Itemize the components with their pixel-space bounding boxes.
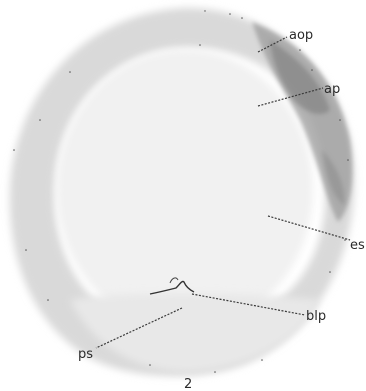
streak-structure [149,277,195,295]
label-ps: ps [78,347,93,362]
stipple-dots [13,10,349,373]
label-aop: aop [289,28,313,43]
dark-stipple-region [252,22,353,222]
label-blp: blp [306,309,326,324]
outer-ring [9,7,355,377]
leader-lines [95,36,351,349]
label-es: es [350,238,365,253]
label-ap: ap [324,82,340,97]
figure-number: 2 [184,377,192,391]
